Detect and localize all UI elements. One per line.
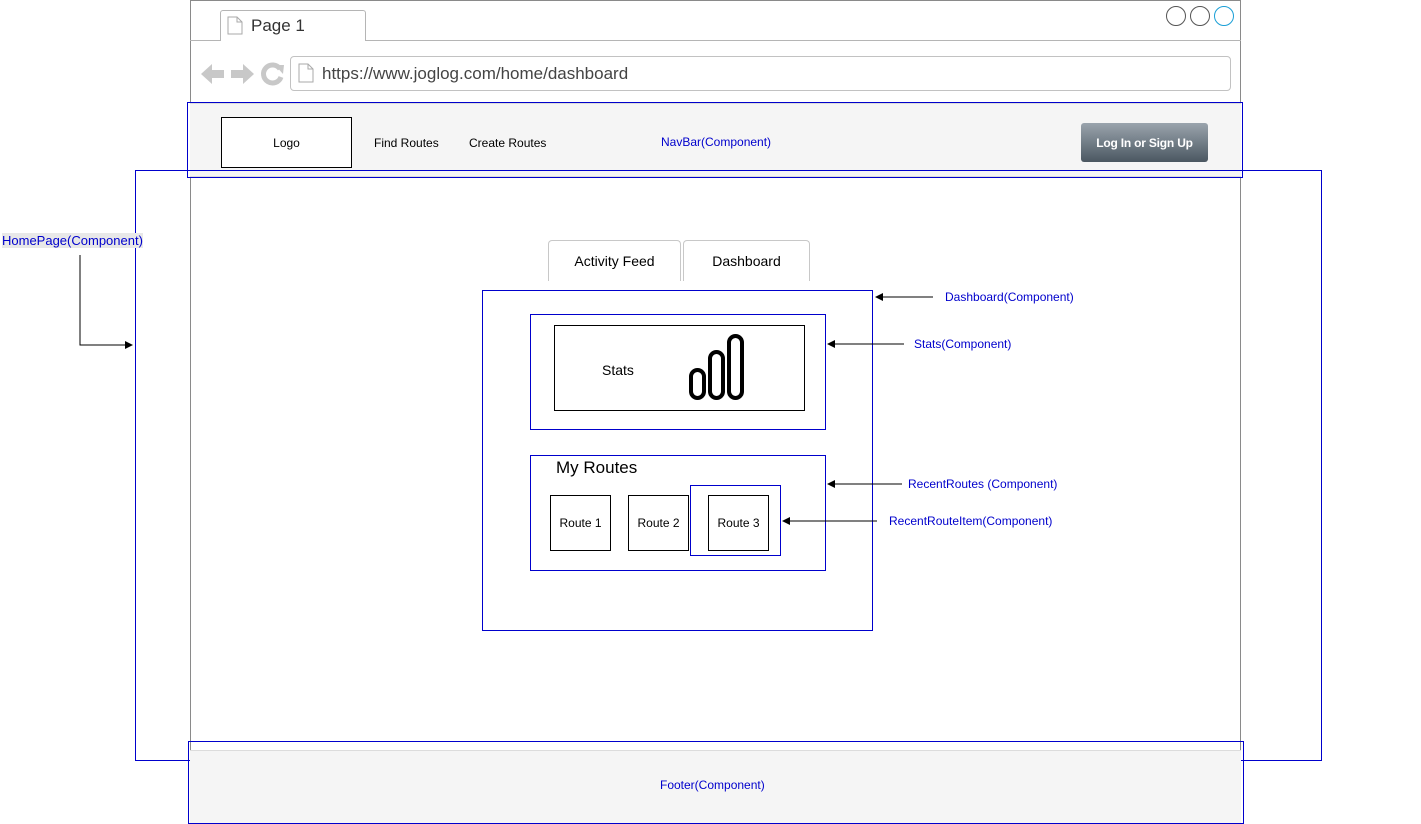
nav-link-find-routes[interactable]: Find Routes <box>374 136 439 150</box>
back-arrow-icon[interactable] <box>200 62 226 86</box>
footer-component-annotation: Footer(Component) <box>660 778 765 792</box>
reload-icon[interactable] <box>261 62 285 86</box>
my-routes-title: My Routes <box>556 458 638 477</box>
footer <box>190 750 1241 824</box>
recent-route-item-arrow-icon <box>782 517 877 525</box>
login-signup-button[interactable]: Log In or Sign Up <box>1081 123 1208 162</box>
forward-arrow-icon[interactable] <box>229 62 255 86</box>
tab-activity-feed[interactable]: Activity Feed <box>548 240 681 281</box>
browser-tab[interactable] <box>220 10 366 41</box>
window-button-icon[interactable] <box>1166 6 1186 26</box>
homepage-arrow-icon <box>79 255 133 349</box>
navbar-component-outline <box>187 102 1243 178</box>
bar-chart-icon <box>689 334 744 400</box>
navbar <box>190 103 1241 177</box>
stats-component-outline <box>530 314 826 430</box>
stats-label: Stats <box>602 362 634 378</box>
tab-bar-divider <box>190 40 1241 41</box>
dashboard-component-outline <box>482 290 873 631</box>
window-button-icon[interactable] <box>1214 6 1234 26</box>
stats-card <box>554 325 805 411</box>
dashboard-arrow-icon <box>875 293 933 301</box>
tab-dashboard[interactable]: Dashboard <box>683 240 810 281</box>
dashboard-component-annotation: Dashboard(Component) <box>945 290 1074 304</box>
route-item-3[interactable]: Route 3 <box>708 495 769 551</box>
recent-routes-component-annotation: RecentRoutes (Component) <box>908 477 1058 491</box>
page-icon <box>298 63 314 83</box>
navbar-component-annotation: NavBar(Component) <box>661 135 772 149</box>
recent-route-item-component-annotation: RecentRouteItem(Component) <box>889 514 1053 528</box>
page-icon <box>227 16 243 35</box>
recent-routes-component-outline <box>530 455 826 571</box>
route-item-1[interactable]: Route 1 <box>550 495 611 551</box>
recent-route-item-component-outline <box>690 485 781 556</box>
recent-routes-arrow-icon <box>827 480 902 488</box>
logo[interactable]: Logo <box>221 117 352 168</box>
homepage-component-annotation: HomePage(Component) <box>2 233 143 248</box>
address-bar-url: https://www.joglog.com/home/dashboard <box>322 64 629 83</box>
address-bar[interactable] <box>290 56 1231 91</box>
route-item-2[interactable]: Route 2 <box>628 495 689 551</box>
stats-component-annotation: Stats(Component) <box>914 337 1012 351</box>
browser-tab-title: Page 1 <box>251 16 305 35</box>
window-button-icon[interactable] <box>1190 6 1210 26</box>
nav-link-create-routes[interactable]: Create Routes <box>469 136 547 150</box>
stats-arrow-icon <box>827 340 904 348</box>
